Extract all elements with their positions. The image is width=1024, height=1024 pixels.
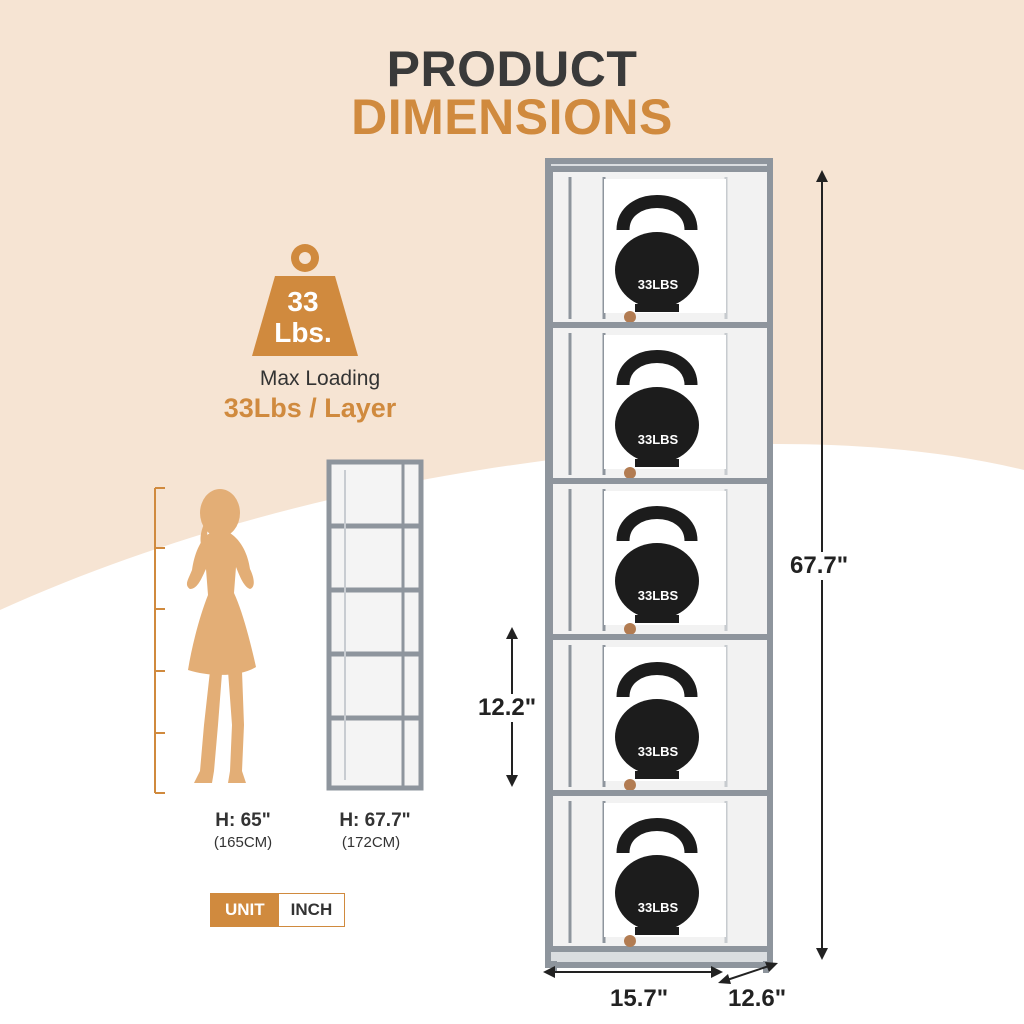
max-loading-caption: Max Loading xyxy=(259,367,381,390)
layer-height-label: 12.2" xyxy=(478,694,537,722)
height-ruler xyxy=(154,487,165,794)
title-line-2: DIMENSIONS xyxy=(351,89,673,145)
total-height-label: 67.7" xyxy=(790,552,849,580)
weight-value: 33 xyxy=(287,286,319,317)
width-label: 15.7" xyxy=(610,985,669,1012)
title-line-1: PRODUCT xyxy=(386,41,638,97)
woman-silhouette-icon xyxy=(186,489,256,783)
small-cabinet-image xyxy=(326,459,424,791)
kettlebell-label-3: 33LBS xyxy=(637,588,679,603)
person-height-metric: (165CM) xyxy=(213,834,273,851)
depth-label: 12.6" xyxy=(728,985,787,1012)
weight-icon xyxy=(252,244,358,356)
person-height-label: H: 65" xyxy=(215,810,271,831)
cabinet-height-label: H: 67.7" xyxy=(339,810,411,831)
kettlebell-label-1: 33LBS xyxy=(637,277,679,292)
unit-toggle[interactable]: UNIT INCH xyxy=(210,893,346,927)
kettlebell-label-5: 33LBS xyxy=(637,900,679,915)
per-layer-capacity: 33Lbs / Layer xyxy=(223,393,397,423)
unit-value[interactable]: INCH xyxy=(278,894,345,926)
kettlebell-label-2: 33LBS xyxy=(637,432,679,447)
depth-arrow xyxy=(718,962,778,984)
width-arrow xyxy=(543,966,723,978)
unit-label: UNIT xyxy=(211,894,279,926)
weight-unit: Lbs. xyxy=(274,317,332,348)
cabinet-height-metric: (172CM) xyxy=(341,834,401,851)
large-cabinet-image xyxy=(545,158,773,973)
kettlebell-label-4: 33LBS xyxy=(637,744,679,759)
